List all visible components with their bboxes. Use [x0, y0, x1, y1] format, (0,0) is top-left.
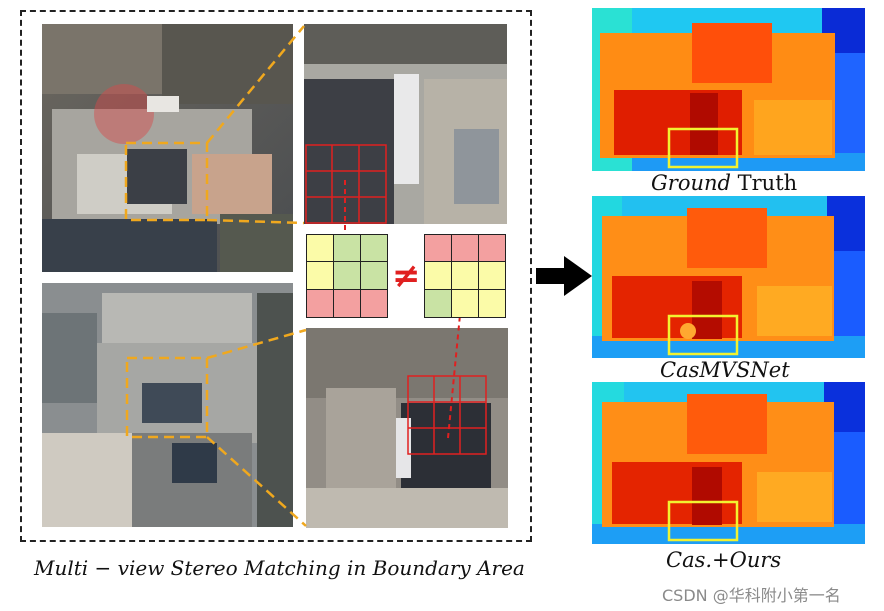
arrow-right-icon	[536, 256, 592, 296]
zoom-crop-top	[304, 24, 507, 224]
aerial-photo-bottom	[42, 283, 293, 527]
depth-map-cas-ours	[592, 382, 865, 544]
left-panel-frame	[20, 10, 532, 542]
caption-cas-ours: Cas.+Ours	[666, 548, 782, 572]
caption-casmvsnet: CasMVSNet	[660, 358, 790, 382]
not-equal-icon: ≠	[392, 256, 421, 296]
watermark: CSDN @华科附小第一名	[662, 586, 841, 605]
caption-ground-truth: Ground Truth	[651, 171, 797, 195]
depth-map-ground-truth	[592, 8, 865, 171]
patch-grid-right	[424, 234, 506, 318]
patch-grid-left	[306, 234, 388, 318]
depth-map-casmvsnet	[592, 196, 865, 358]
caption-ground-italic: Ground	[651, 171, 731, 195]
caption-truth: Truth	[730, 171, 798, 195]
left-caption: Multi − view Stereo Matching in Boundary…	[34, 556, 525, 580]
